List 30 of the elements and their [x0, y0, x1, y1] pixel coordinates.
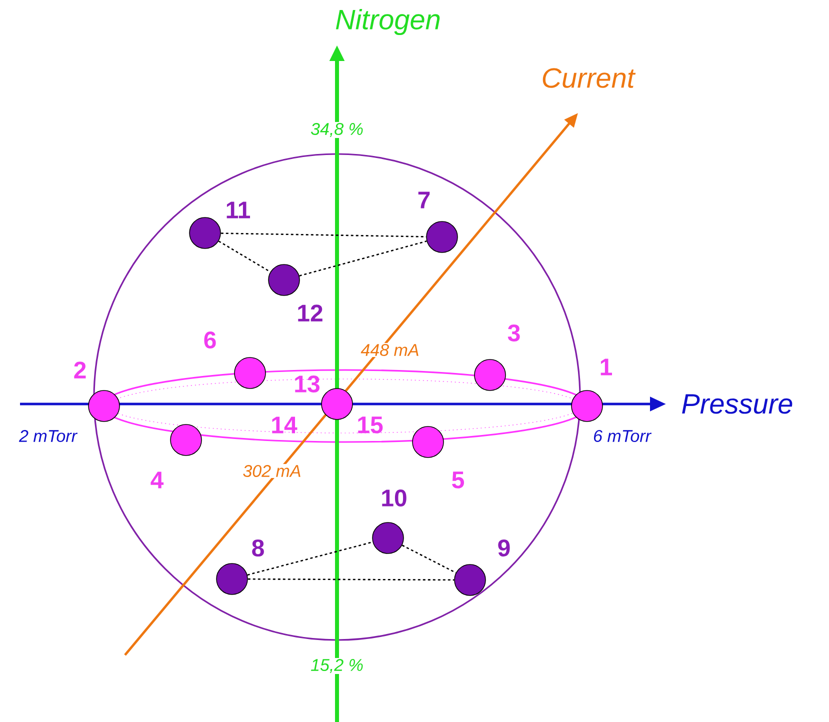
axis-label: 34,8 % — [310, 122, 364, 138]
axis-label: Nitrogen — [334, 8, 442, 36]
dotted-line — [402, 544, 456, 574]
point-number: 11 — [226, 202, 250, 218]
point-number: 4 — [150, 472, 164, 488]
point-number: 2 — [74, 362, 86, 378]
point-number: 3 — [508, 324, 520, 342]
axis-label: Current — [540, 67, 636, 89]
point-number: 13 — [295, 376, 320, 392]
axis-label: 15,2 % — [310, 658, 364, 674]
axis-label: 302 mA — [242, 464, 302, 478]
point-number: 10 — [382, 490, 406, 506]
point-number: 9 — [498, 540, 510, 556]
point-number: 14 — [272, 416, 298, 434]
dotted-line — [218, 240, 271, 272]
point-number: 6 — [204, 332, 216, 348]
point-number: 7 — [418, 192, 430, 208]
dotted-line — [248, 578, 454, 581]
dotted-line — [220, 232, 426, 238]
point-number: 15 — [358, 416, 383, 434]
axis-label: Pressure — [680, 393, 794, 415]
axis-label: 2 mTorr — [18, 428, 78, 444]
dotted-line — [247, 541, 373, 576]
point-number: 1 — [600, 358, 612, 376]
axis-label: 448 mA — [360, 342, 420, 357]
point-number: 5 — [452, 472, 464, 488]
point-number: 8 — [252, 540, 264, 556]
axis-label: 6 mTorr — [592, 428, 652, 444]
point-number: 12 — [298, 304, 322, 322]
dotted-line — [299, 240, 427, 276]
